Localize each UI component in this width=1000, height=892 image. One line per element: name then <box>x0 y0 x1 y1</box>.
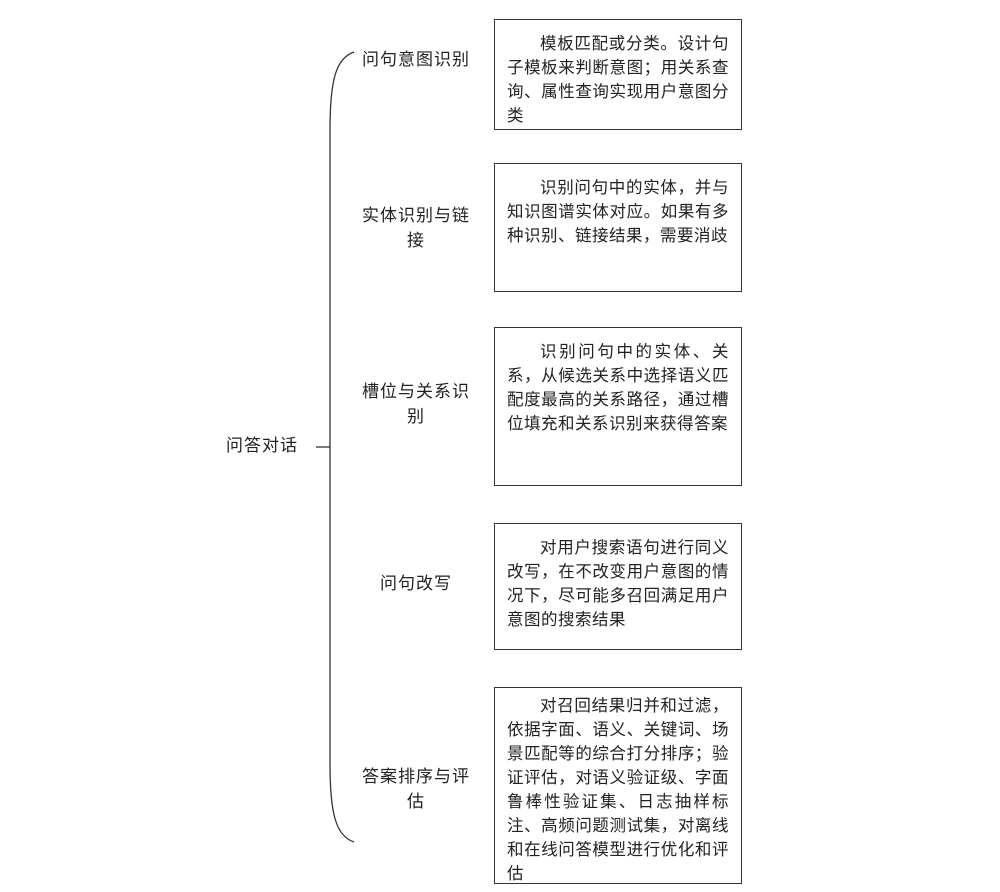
description-box-entity: 识别问句中的实体，并与知识图谱实体对应。如果有多种识别、链接结果，需要消歧 <box>494 163 742 292</box>
branch-label-slot: 槽位与关系识别 <box>362 382 470 427</box>
description-box-rewrite: 对用户搜索语句进行同义改写，在不改变用户意图的情况下，尽可能多召回满足用户意图的… <box>494 523 742 650</box>
description-box-slot: 识别问句中的实体、关系，从候选关系中选择语义匹配度最高的关系路径，通过槽位填充和… <box>494 327 742 486</box>
branch-label-ranking: 答案排序与评估 <box>362 767 470 812</box>
branch-label-entity: 实体识别与链接 <box>362 206 470 251</box>
branch-label-rewrite: 问句改写 <box>380 574 452 594</box>
curly-brace <box>329 51 355 843</box>
root-node-label: 问答对话 <box>226 436 298 456</box>
branch-label-intent: 问句意图识别 <box>362 50 470 70</box>
description-box-ranking: 对召回结果归并和过滤，依据字面、语义、关键词、场景匹配等的综合打分排序；验证评估… <box>494 687 742 884</box>
description-box-intent: 模板匹配或分类。设计句子模板来判断意图；用关系查询、属性查询实现用户意图分类 <box>494 19 742 130</box>
